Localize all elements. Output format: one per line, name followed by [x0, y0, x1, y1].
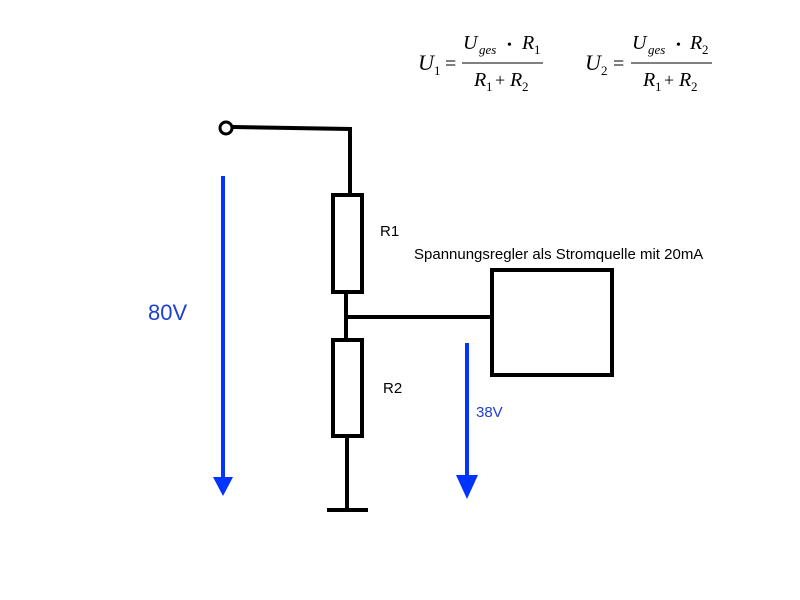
f2-num-r: R	[689, 32, 702, 54]
f2-num-r-sub: 2	[702, 42, 709, 57]
input-terminal	[218, 120, 234, 136]
f1-num-r: R	[521, 32, 534, 54]
voltage-regulator-box	[490, 268, 614, 377]
wire-input-to-r1	[232, 125, 352, 195]
f1-den-plus: +	[495, 70, 505, 90]
f2-den-r2-sub: 2	[691, 79, 698, 94]
f1-num-r-sub: 1	[534, 42, 541, 57]
regulator-label: Spannungsregler als Stromquelle mit 20mA	[414, 246, 703, 263]
total-voltage-label: 80V	[148, 300, 187, 325]
f2-den-r1-sub: 1	[655, 79, 662, 94]
f1-den-r2-sub: 2	[522, 79, 529, 94]
total-voltage-arrow-head	[213, 477, 233, 496]
f1-lhs-sub: 1	[434, 63, 441, 78]
output-voltage-arrow	[456, 343, 478, 499]
output-voltage-arrow-head	[456, 475, 478, 499]
f2-den-plus: +	[664, 70, 674, 90]
f1-equals: =	[445, 53, 456, 75]
wires	[232, 125, 493, 510]
f2-num-dot: •	[676, 38, 681, 53]
resistor-r1	[331, 193, 364, 294]
f1-den-r1-sub: 1	[486, 79, 493, 94]
f1-num-u: U	[463, 32, 479, 54]
formula-u1: U 1 = U ges • R 1 R 1 + R 2	[418, 32, 543, 94]
f1-lhs: U	[418, 50, 436, 75]
f1-den-r1: R	[473, 69, 486, 91]
f2-den-r2: R	[678, 69, 691, 91]
f2-equals: =	[613, 53, 624, 75]
f2-num-u-sub: ges	[648, 42, 665, 57]
f1-num-u-sub: ges	[479, 42, 496, 57]
f1-num-dot: •	[507, 38, 512, 53]
f2-lhs-sub: 2	[601, 63, 608, 78]
f2-den-r1: R	[642, 69, 655, 91]
resistor-r2	[331, 338, 364, 438]
total-voltage-arrow	[213, 176, 233, 496]
output-voltage-label: 38V	[476, 404, 503, 421]
formula-u2: U 2 = U ges • R 2 R 1 + R 2	[585, 32, 712, 94]
f2-lhs: U	[585, 50, 603, 75]
r2-label: R2	[383, 380, 402, 397]
r1-label: R1	[380, 223, 399, 240]
f2-num-u: U	[632, 32, 648, 54]
f1-den-r2: R	[509, 69, 522, 91]
